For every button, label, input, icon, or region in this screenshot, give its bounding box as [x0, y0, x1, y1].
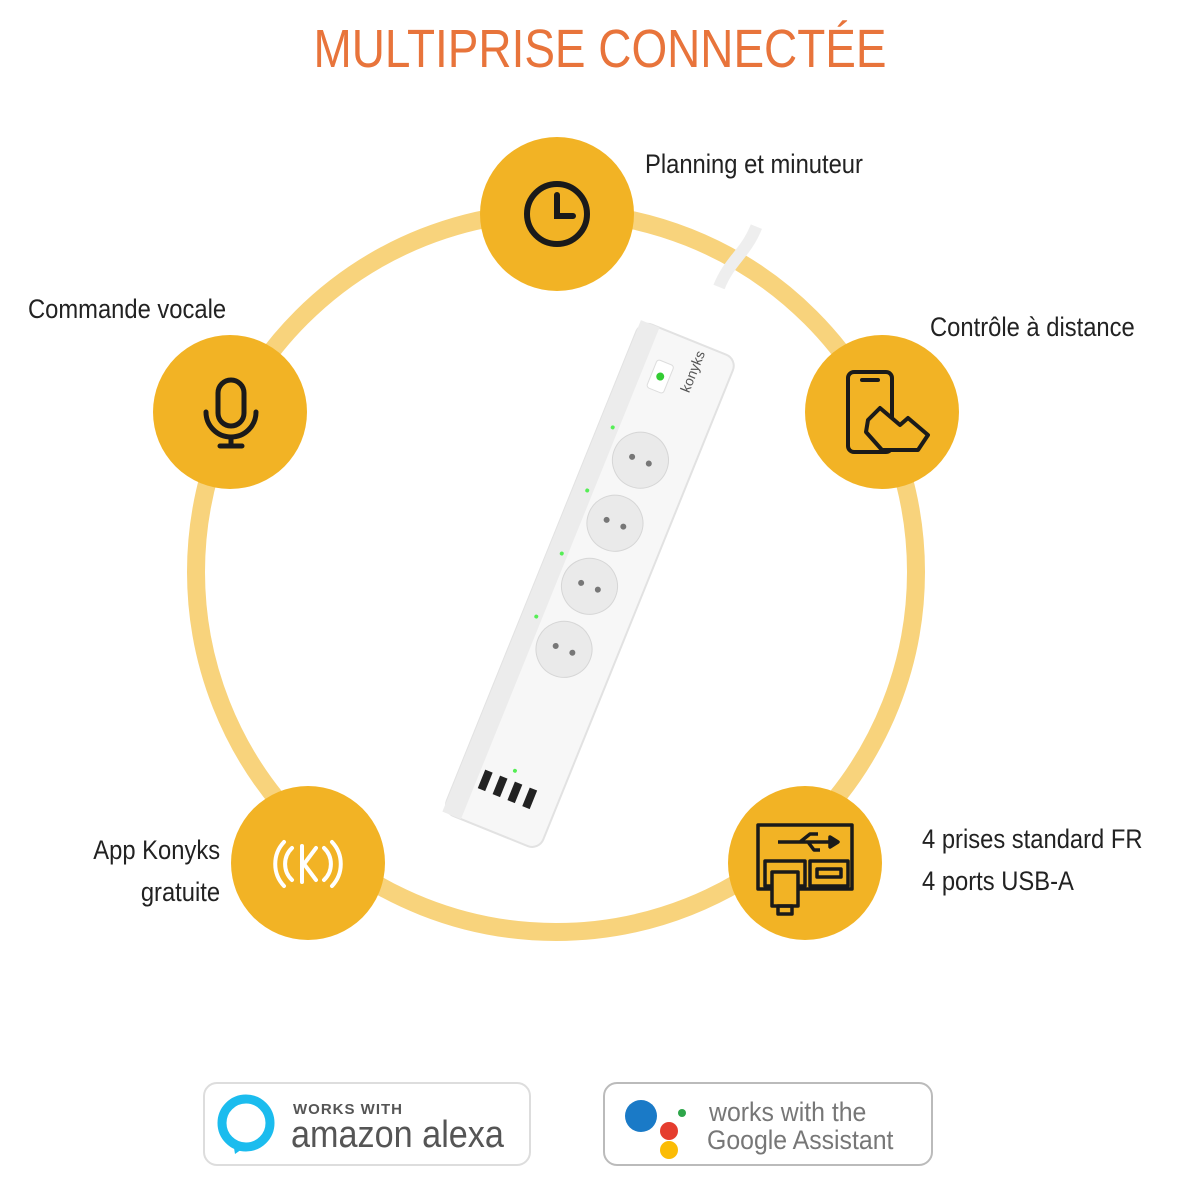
app-label-line1: App Konyks: [93, 835, 220, 865]
ports-label-line2: 4 ports USB-A: [922, 866, 1074, 896]
remote-label: Contrôle à distance: [930, 312, 1135, 342]
alexa-badge: WORKS WITH amazon alexa: [203, 1082, 531, 1166]
usb-ports-icon: [756, 823, 854, 916]
power-strip-image: konyks: [442, 224, 762, 848]
google-badge: works with the Google Assistant: [603, 1082, 933, 1166]
app-label-line2: gratuite: [140, 877, 220, 907]
clock-icon: [524, 181, 590, 247]
page-title: MULTIPRISE CONNECTÉE: [313, 19, 887, 79]
ports-label: 4 prises standard FR 4 ports USB-A: [922, 818, 1143, 902]
google-assistant-logo-icon: [625, 1100, 686, 1159]
ports-feature: [728, 786, 882, 940]
alexa-big-text: amazon alexa: [291, 1114, 504, 1156]
google-line1: works with the: [709, 1097, 867, 1127]
alexa-logo-icon: [217, 1094, 275, 1154]
schedule-feature: [480, 137, 634, 291]
phone-touch-icon: [846, 370, 930, 454]
google-line2: Google Assistant: [707, 1125, 894, 1155]
voice-feature: [153, 335, 307, 489]
schedule-label: Planning et minuteur: [645, 149, 863, 179]
voice-label: Commande vocale: [28, 294, 227, 324]
konyks-logo-icon: [273, 840, 343, 888]
microphone-icon: [203, 377, 259, 449]
ports-label-line1: 4 prises standard FR: [922, 824, 1143, 854]
alexa-small-text: WORKS WITH: [293, 1101, 403, 1118]
app-feature: [231, 786, 385, 940]
remote-feature: [805, 335, 959, 489]
app-label: App Konyks gratuite: [93, 829, 220, 913]
